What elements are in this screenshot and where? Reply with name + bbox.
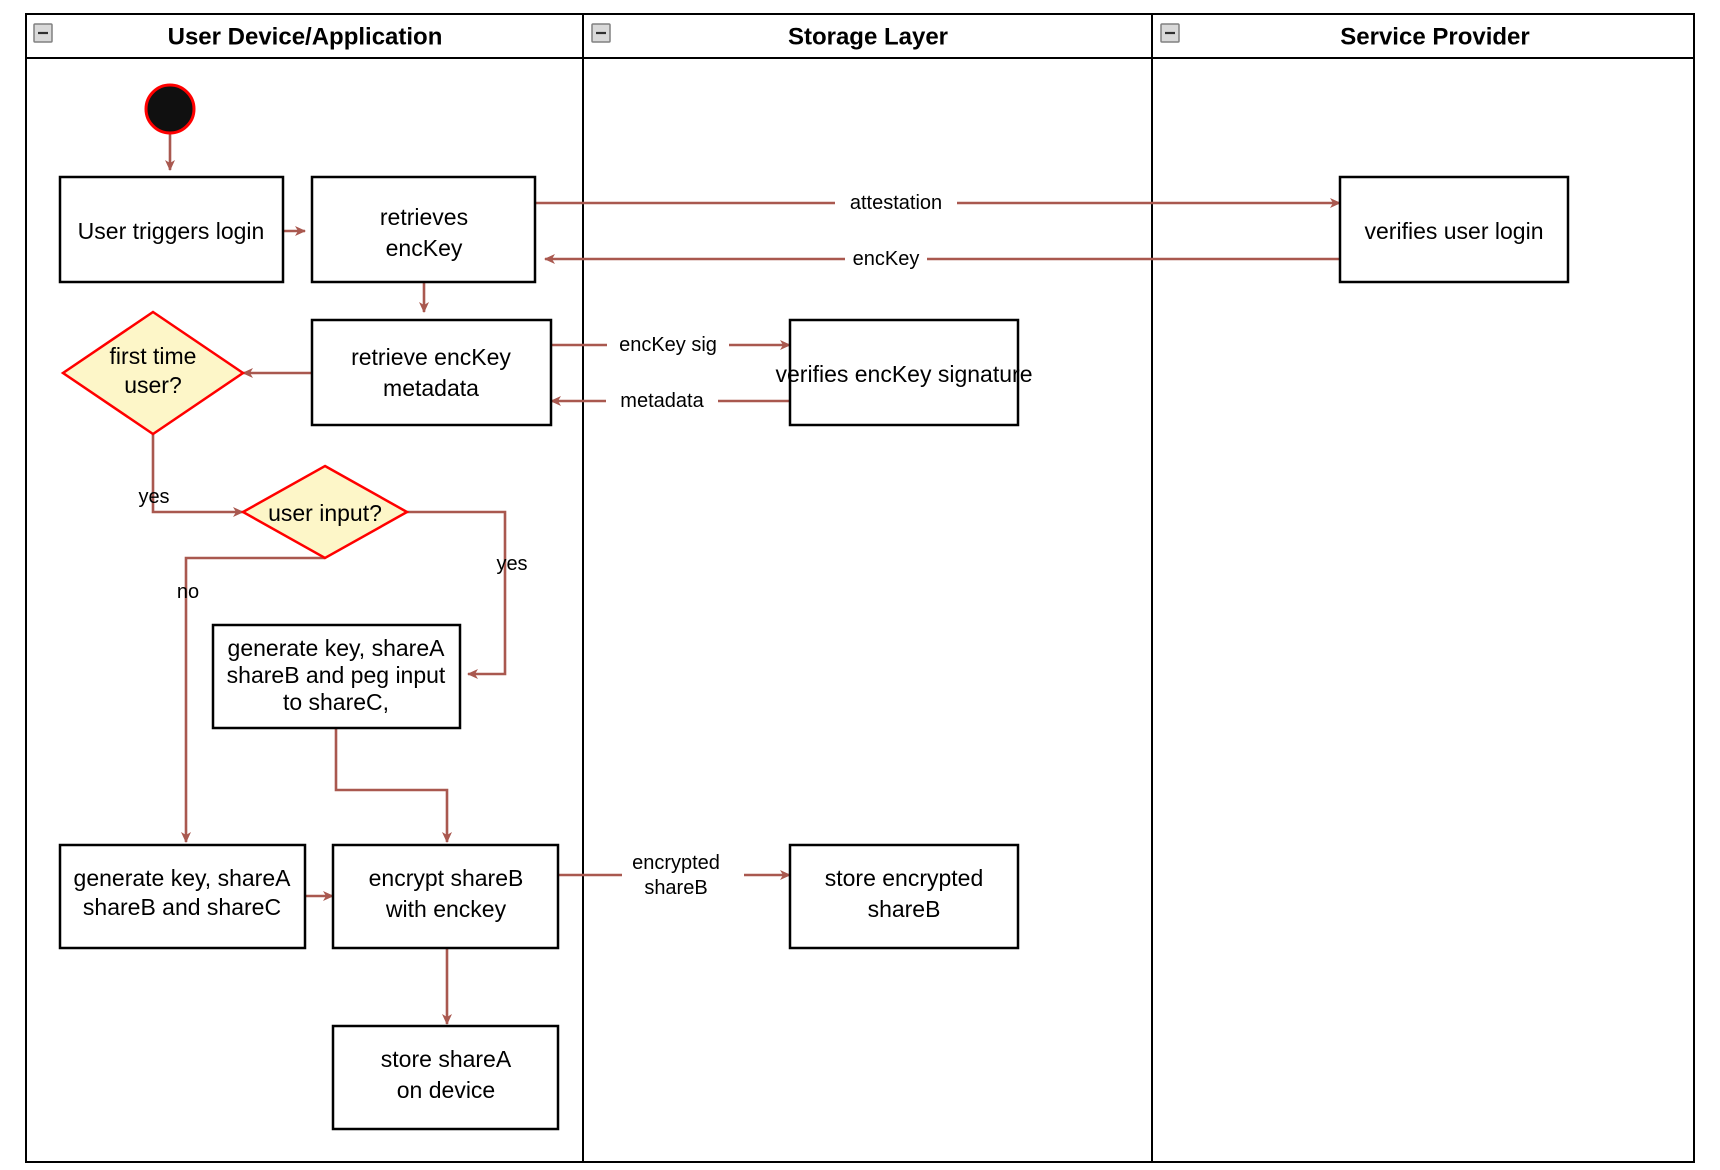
node-label-generate-peg-line1: generate key, shareA xyxy=(228,635,446,661)
initial-node[interactable] xyxy=(144,83,196,135)
node-label-user-input: user input? xyxy=(268,500,382,526)
edge-userinput-no-to-sharec xyxy=(181,556,325,843)
node-first-time-user[interactable]: first time user? xyxy=(60,310,246,436)
edge-peg-to-encrypt xyxy=(334,728,452,843)
edge-firsttime-yes-to-userinput xyxy=(151,412,244,517)
edge-label-no-userinput: no xyxy=(177,581,199,603)
edge-label-enckey: encKey xyxy=(853,248,920,270)
node-user-input[interactable]: user input? xyxy=(240,464,410,560)
node-label-retrieves-enckey-line1: retrieves xyxy=(380,204,468,230)
edge-label-bg-encrypted-shareb xyxy=(622,845,744,901)
node-retrieves-enckey[interactable]: retrieves encKey xyxy=(310,175,537,284)
edge-label-metadata: metadata xyxy=(620,390,704,412)
node-label-encrypt-shareb-line2: with enckey xyxy=(385,896,507,922)
edge-label-attestation: attestation xyxy=(850,192,942,214)
node-label-store-encrypted-line2: shareB xyxy=(868,896,941,922)
node-label-store-sharea-line1: store shareA xyxy=(381,1046,512,1072)
node-label-generate-peg-line2: shareB and peg input xyxy=(227,662,446,688)
node-store-sharea[interactable]: store shareA on device xyxy=(331,1024,560,1131)
edge-label-yes-firsttime: yes xyxy=(138,486,169,508)
lane-title-user-device: User Device/Application xyxy=(168,23,443,50)
edge-label-bg-metadata xyxy=(606,389,718,413)
node-label-generate-sharec-line2: shareB and shareC xyxy=(83,894,281,920)
edge-label-enckey-sig: encKey sig xyxy=(619,334,717,356)
node-label-retrieve-metadata-line2: metadata xyxy=(383,375,479,401)
node-store-encrypted-shareb[interactable]: store encrypted shareB xyxy=(788,843,1020,950)
node-user-triggers-login[interactable]: User triggers login xyxy=(58,175,285,284)
node-verifies-enckey-signature[interactable]: verifies encKey signature xyxy=(776,318,1033,427)
node-generate-sharec[interactable]: generate key, shareA shareB and shareC xyxy=(58,843,307,950)
minus-icon-lane-storage-layer[interactable] xyxy=(591,23,611,43)
minus-icon-lane-user-device[interactable] xyxy=(33,23,53,43)
edge-label-yes-userinput: yes xyxy=(496,553,527,575)
edge-label-bg-enckey xyxy=(845,247,927,271)
lane-title-storage-layer: Storage Layer xyxy=(788,23,948,50)
node-label-verifies-user-login: verifies user login xyxy=(1365,218,1544,244)
node-verifies-user-login[interactable]: verifies user login xyxy=(1338,175,1570,284)
node-label-retrieve-metadata-line1: retrieve encKey xyxy=(351,344,511,370)
node-label-generate-peg-line3: to shareC, xyxy=(283,689,389,715)
node-label-retrieves-enckey-line2: encKey xyxy=(386,235,463,261)
node-retrieve-enckey-metadata[interactable]: retrieve encKey metadata xyxy=(310,318,553,427)
node-label-first-time-user-line1: first time xyxy=(110,343,197,369)
node-generate-peg-input[interactable]: generate key, shareA shareB and peg inpu… xyxy=(211,623,462,730)
node-label-store-encrypted-line1: store encrypted xyxy=(825,865,984,891)
edge-label-encrypted-line2: shareB xyxy=(644,877,707,899)
edge-label-bg-enckey-sig xyxy=(607,333,729,357)
node-label-encrypt-shareb-line1: encrypt shareB xyxy=(369,865,524,891)
edge-userinput-yes-to-peg xyxy=(407,510,507,679)
node-label-first-time-user-line2: user? xyxy=(124,372,182,398)
node-encrypt-shareb[interactable]: encrypt shareB with enckey xyxy=(331,843,560,950)
node-label-user-triggers-login: User triggers login xyxy=(78,218,265,244)
node-label-verifies-enckey-signature: verifies encKey signature xyxy=(776,361,1033,387)
edge-label-encrypted-line1: encrypted xyxy=(632,852,720,874)
node-label-store-sharea-line2: on device xyxy=(397,1077,495,1103)
node-label-generate-sharec-line1: generate key, shareA xyxy=(74,865,292,891)
lane-title-service-provider: Service Provider xyxy=(1340,23,1529,50)
edge-label-bg-attestation xyxy=(835,191,957,215)
minus-icon-lane-service-provider[interactable] xyxy=(1160,23,1180,43)
